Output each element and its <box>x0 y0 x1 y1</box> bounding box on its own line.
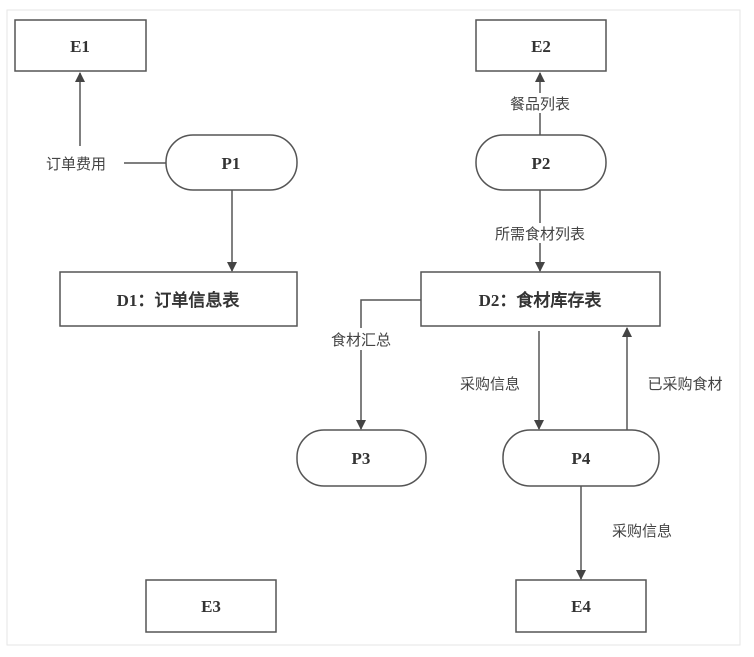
edge-p4-e4: 采购信息 <box>576 486 672 580</box>
process-p4: P4 <box>502 429 660 487</box>
process-p4-label: P4 <box>572 449 591 468</box>
diagram-frame <box>6 9 741 646</box>
edge-d2-p3: 食材汇总 <box>318 299 421 430</box>
edge-label-p1-e1: 订单费用 <box>46 155 106 173</box>
entity-e1: E1 <box>14 19 147 72</box>
entity-e2: E2 <box>475 19 607 72</box>
datastore-d2: D2：食材库存表 <box>420 271 661 327</box>
edge-p2-e2: 餐品列表 <box>494 72 586 135</box>
edge-label-p2-d2: 所需食材列表 <box>495 225 585 243</box>
process-p3-label: P3 <box>352 449 371 468</box>
entity-e4: E4 <box>515 579 647 633</box>
edge-label-d2-p4: 采购信息 <box>460 375 520 393</box>
process-p1-label: P1 <box>222 154 241 173</box>
datastore-d1-label: D1：订单信息表 <box>117 290 241 310</box>
entity-e3: E3 <box>145 579 277 633</box>
datastore-d2-label: D2：食材库存表 <box>479 290 603 310</box>
edge-p2-d2: 所需食材列表 <box>470 190 610 272</box>
edge-p1-e1: 订单费用 <box>46 72 166 173</box>
entity-e1-label: E1 <box>70 37 90 56</box>
process-p2: P2 <box>475 134 607 191</box>
edge-label-d2-p3: 食材汇总 <box>331 331 391 349</box>
process-p1: P1 <box>165 134 298 191</box>
edge-d2-p4: 采购信息 <box>460 331 544 430</box>
edge-p4-d2: 已采购食材 <box>622 327 723 430</box>
entity-e2-label: E2 <box>531 37 551 56</box>
entity-e4-label: E4 <box>571 597 591 616</box>
edge-label-p4-e4: 采购信息 <box>612 522 672 540</box>
process-p2-label: P2 <box>532 154 551 173</box>
edge-label-p2-e2: 餐品列表 <box>510 95 570 113</box>
datastore-d1: D1：订单信息表 <box>59 271 298 327</box>
edge-label-p4-d2: 已采购食材 <box>647 375 722 393</box>
process-p3: P3 <box>296 429 427 487</box>
entity-e3-label: E3 <box>201 597 221 616</box>
